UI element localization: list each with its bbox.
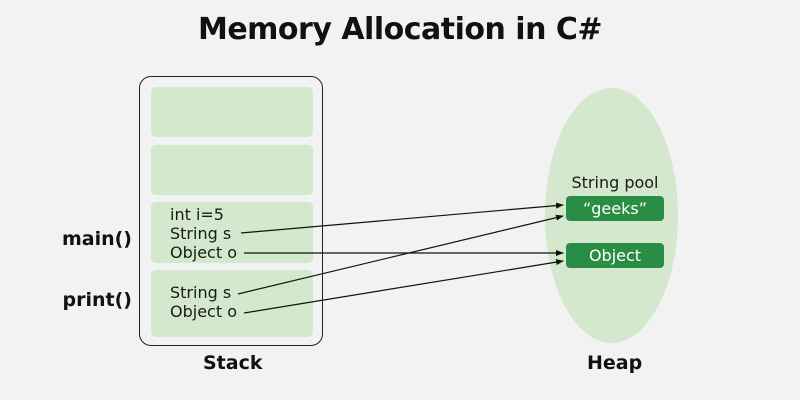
stack-slot-empty-2 <box>151 145 313 195</box>
arrow-print-string-to-geeks <box>237 214 564 295</box>
print-frame-label: print() <box>62 289 132 311</box>
diagram-title: Memory Allocation in C# <box>197 12 603 47</box>
print-object-o: Object o <box>170 302 237 321</box>
stack-slot-empty-1 <box>151 87 313 137</box>
arrow-print-object-to-object <box>243 259 564 314</box>
arrow-main-string-to-geeks <box>240 202 564 234</box>
heap-label: Heap <box>587 352 643 374</box>
string-pool-label: String pool <box>571 173 659 192</box>
stack-label: Stack <box>203 352 263 374</box>
heap-string-geeks: “geeks” <box>566 196 664 221</box>
main-frame-label: main() <box>61 228 132 250</box>
main-int-i: int i=5 <box>170 205 224 224</box>
print-string-s: String s <box>170 283 232 302</box>
main-object-o: Object o <box>170 243 237 262</box>
main-string-s: String s <box>170 224 232 243</box>
stack-frame-print: String s Object o <box>151 270 313 337</box>
heap-object: Object <box>566 243 664 268</box>
